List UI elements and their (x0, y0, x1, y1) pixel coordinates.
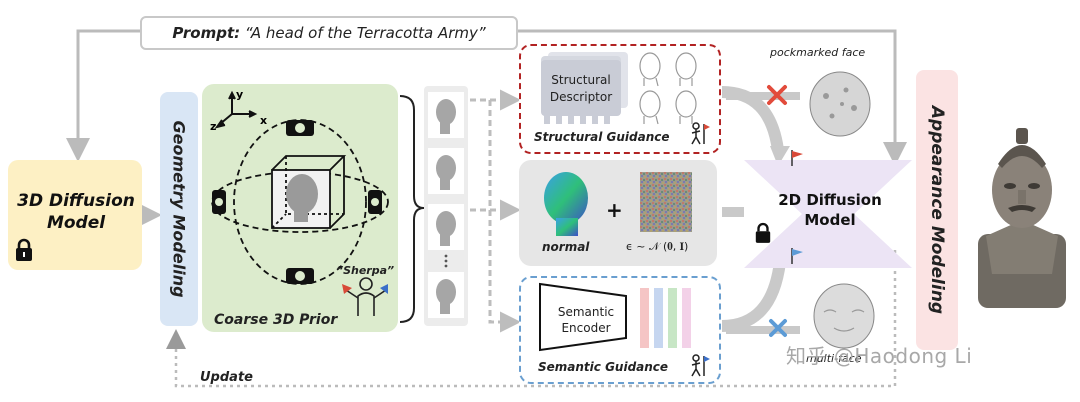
semantic-encoder-line2: Encoder (561, 321, 611, 335)
coarse-prior-illustration (211, 90, 389, 316)
diffusion-2d-title-line2: Model (804, 211, 856, 229)
pockmarked-head (809, 71, 871, 137)
appearance-modeling-label-wrap: Appearance Modeling (916, 70, 958, 350)
sherpa-icon (345, 277, 387, 316)
semantic-encoder-shape (539, 282, 627, 352)
diffusion-2d-title: 2D Diffusion Model (760, 190, 900, 230)
structural-descriptor-line2: Descriptor (549, 90, 613, 104)
axis-y-label: y (236, 88, 244, 101)
semantic-encoder-label: Semantic Encoder (548, 304, 624, 336)
hiker-icon (691, 122, 710, 145)
noise-formula: ϵ ~ 𝒩 (𝟎, 𝐈) (626, 240, 689, 253)
axis-x-label: x (260, 114, 268, 127)
geometry-modeling-label-wrap: Geometry Modeling (160, 92, 198, 326)
prompt-label: Prompt: (172, 24, 241, 42)
semantic-guidance-caption: Semantic Guidance (538, 360, 669, 374)
view-thumbnail-heads (428, 92, 464, 318)
coarse-prior-title: Coarse 3D Prior (214, 312, 338, 328)
blue-flag-icon (791, 248, 803, 264)
diffusion-3d-title-line1: 3D Diffusion (17, 191, 135, 211)
prompt-box: Prompt: “A head of the Terracotta Army” (140, 16, 518, 50)
diffusion-2d-title-line1: 2D Diffusion (778, 191, 882, 209)
axis-z-label: z (210, 120, 217, 133)
diffusion-2d-shape (744, 160, 912, 268)
lock-icon-2 (755, 222, 771, 243)
diffusion-3d-title-line2: Model (46, 213, 106, 233)
hiker-icon-2 (691, 354, 710, 377)
structural-descriptor: Structural Descriptor (541, 60, 621, 116)
noise-image (640, 172, 692, 232)
cross-icon-blue (769, 319, 787, 337)
watermark: 知乎 @Haodong Li (786, 344, 973, 368)
sherpa-label: “Sherpa” (336, 264, 395, 277)
geometry-modeling-bar (160, 92, 198, 326)
pockmarked-face-label: pockmarked face (770, 46, 866, 59)
semantic-encoder-line1: Semantic (557, 305, 615, 319)
terracotta-warrior-image (978, 128, 1066, 308)
diffusion-3d-title: 3D Diffusion Model (16, 190, 136, 234)
red-flag-icon (791, 150, 803, 166)
plus-sign: + (606, 198, 623, 222)
normal-label: normal (542, 240, 590, 254)
appearance-modeling-label: Appearance Modeling (927, 105, 947, 315)
cross-icon-red (767, 85, 787, 105)
camera-icon (212, 120, 382, 284)
head-shape (286, 174, 318, 222)
sketch-heads (639, 52, 697, 125)
prompt-text: “A head of the Terracotta Army” (244, 24, 486, 42)
feature-bars (640, 288, 691, 348)
update-label: Update (200, 370, 253, 385)
normal-map-head (544, 172, 588, 236)
appearance-modeling-bar (916, 70, 958, 350)
geometry-modeling-label: Geometry Modeling (169, 120, 189, 298)
structural-descriptor-line1: Structural (551, 73, 611, 87)
structural-guidance-caption: Structural Guidance (534, 130, 670, 144)
axes-icon (214, 90, 258, 129)
multi-face-label: multi-face (806, 352, 862, 365)
lock-icon (16, 238, 32, 261)
multi-face-head (813, 283, 875, 349)
